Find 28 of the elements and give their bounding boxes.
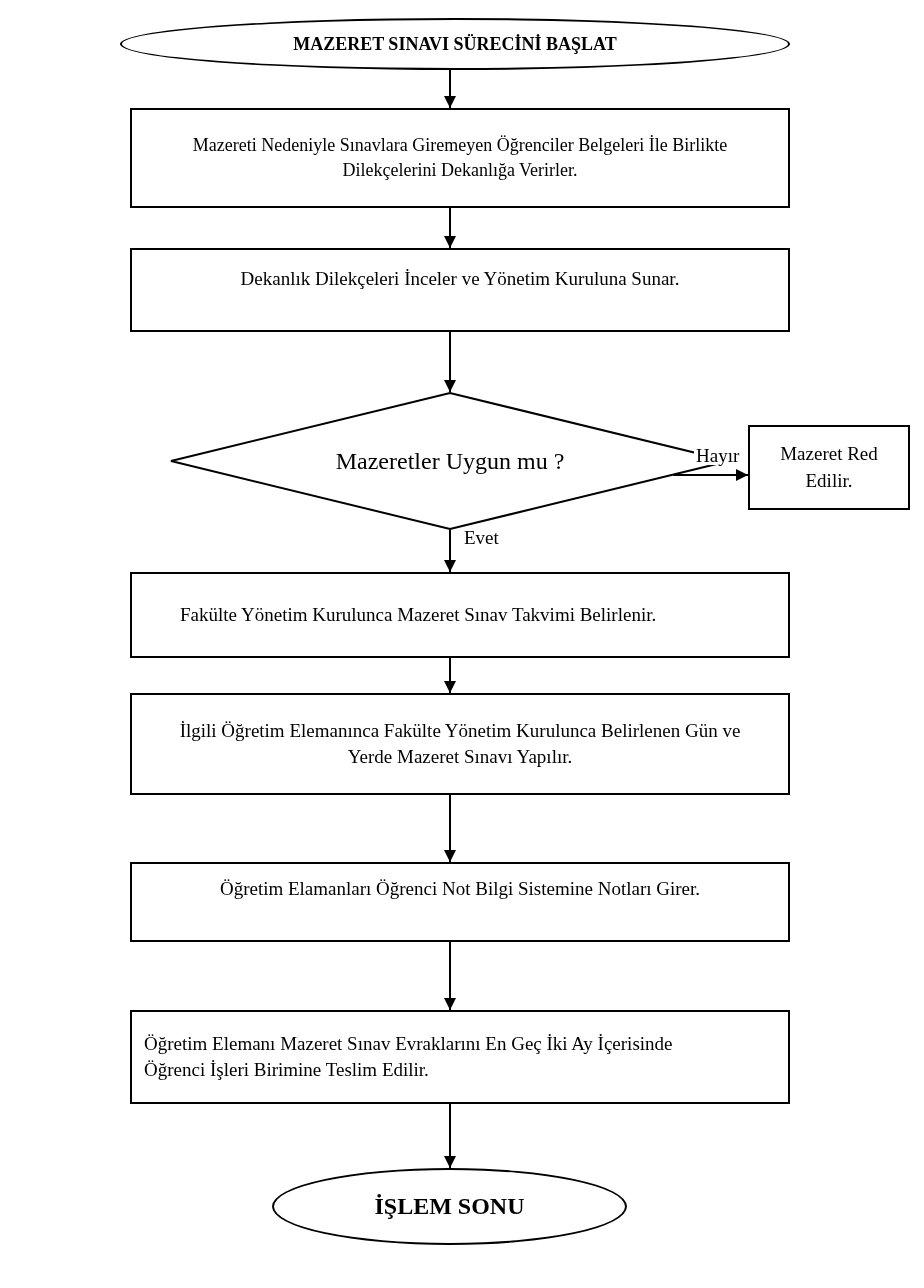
process-box <box>130 693 790 795</box>
node-text: İŞLEM SONU <box>374 1192 525 1221</box>
arrow <box>444 1103 456 1169</box>
process-box <box>130 108 790 208</box>
node-text: Mazeret Red Edilir. <box>779 442 879 493</box>
edge-label: Hayır <box>694 446 742 465</box>
arrow <box>444 69 456 109</box>
process-box <box>130 572 790 658</box>
arrow <box>444 207 456 249</box>
node-text: Dekanlık Dilekçeleri İnceler ve Yönetim Kuruluna Sunar. <box>240 267 680 291</box>
node-text: Öğretim Elemanı Mazeret Sınav Evraklarını En Geç İki Ay İçerisinde Öğrenci İşleri Birimine Teslim Edilir. <box>144 1031 674 1082</box>
edge-label: Evet <box>462 528 501 547</box>
arrow <box>672 469 749 481</box>
node-text: Mazeretler Uygun mu ? <box>335 446 565 476</box>
process-box <box>748 425 910 510</box>
arrow <box>444 657 456 694</box>
process-box <box>130 248 790 332</box>
arrow <box>444 331 456 393</box>
process-box <box>130 1010 790 1104</box>
node-text: Fakülte Yönetim Kurulunca Mazeret Sınav Takvimi Belirlenir. <box>180 602 657 627</box>
node-text: Mazereti Nedeniyle Sınavlara Giremeyen Öğrenciler Belgeleri İle Birlikte Dilekçelerini Dekanlığa Verirler. <box>191 134 729 182</box>
process-box <box>130 862 790 942</box>
arrow <box>444 529 456 573</box>
node-text: MAZERET SINAVI SÜRECİNİ BAŞLAT <box>293 32 617 56</box>
arrow <box>444 794 456 863</box>
arrow <box>444 941 456 1011</box>
node-text: İlgili Öğretim Elemanınca Fakülte Yönetim Kurulunca Belirlenen Gün ve Yerde Mazeret Sınavı Yapılır. <box>178 718 742 769</box>
node-text: Öğretim Elamanları Öğrenci Not Bilgi Sistemine Notları Girer. <box>219 877 701 901</box>
